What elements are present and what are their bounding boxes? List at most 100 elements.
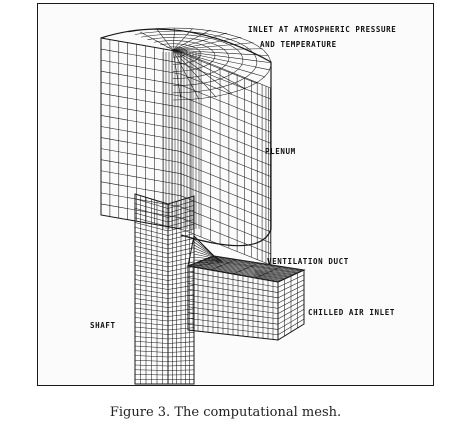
mesh-line [244, 77, 252, 81]
mesh-line [210, 96, 221, 102]
mesh-line [261, 106, 267, 109]
mesh-line [193, 261, 225, 267]
mesh-line [180, 129, 192, 134]
mesh-line [244, 99, 252, 103]
mesh-line [172, 42, 254, 51]
mesh-line [134, 274, 169, 281]
mesh-line [261, 139, 267, 142]
mesh-line [167, 289, 195, 295]
mesh-line [167, 322, 195, 326]
mesh-line [208, 33, 220, 37]
mesh-line [172, 49, 246, 90]
mesh-line [227, 59, 230, 63]
mesh-line [211, 70, 218, 74]
mesh-line [237, 50, 242, 55]
mesh-line [210, 163, 221, 168]
mesh-line [268, 186, 271, 188]
mesh-line [251, 91, 258, 94]
mesh-line [261, 84, 267, 87]
mesh-line [201, 65, 207, 68]
mesh-line [182, 34, 193, 36]
mesh-line [228, 203, 238, 208]
mesh-line [134, 245, 169, 254]
mesh-line [227, 72, 234, 77]
mesh-line [134, 293, 169, 299]
mesh-line [228, 82, 238, 86]
plenum-outline [100, 28, 272, 247]
mesh-line [244, 232, 252, 236]
mesh-line [100, 181, 182, 197]
mesh-line [257, 159, 263, 163]
mesh-line [228, 236, 238, 241]
mesh-line [200, 92, 211, 98]
mesh-line [261, 128, 267, 131]
mesh-line [134, 298, 169, 304]
mesh-line [167, 228, 195, 236]
mesh-line [185, 28, 201, 30]
mesh-line [257, 82, 263, 85]
mesh-line [210, 74, 221, 79]
mesh-line [229, 38, 239, 43]
mesh-line [134, 355, 169, 358]
mesh-line [134, 279, 169, 286]
mesh-line [187, 294, 279, 309]
mesh-line [190, 232, 202, 238]
mesh-line [134, 302, 169, 308]
mesh-line [265, 185, 269, 188]
mesh-line [203, 40, 211, 43]
mesh-line [140, 31, 174, 51]
mesh-line [233, 68, 239, 73]
mesh-line [251, 179, 258, 183]
mesh-line [238, 36, 249, 42]
mesh-line [277, 309, 305, 325]
mesh-line [167, 247, 195, 254]
mesh-line [268, 208, 271, 210]
mesh-line [172, 48, 263, 51]
mesh-line [265, 174, 269, 176]
mesh-line [257, 181, 263, 185]
mesh-line [134, 217, 169, 227]
mesh-line [196, 48, 200, 51]
mesh-line [100, 148, 182, 163]
mesh-line [244, 132, 252, 136]
mesh-line [261, 250, 267, 253]
mesh-line [200, 126, 211, 131]
mesh-line [187, 312, 279, 325]
mesh-line [227, 53, 230, 57]
mesh-line [209, 61, 213, 64]
mesh-line [141, 35, 151, 38]
mesh-line [244, 154, 252, 158]
mesh-line [213, 31, 227, 35]
mesh-line [187, 318, 279, 330]
mesh-line [100, 81, 182, 97]
mesh-line [167, 341, 195, 344]
mesh-line [134, 260, 169, 268]
mesh-line [263, 50, 269, 56]
mesh-line [167, 346, 195, 349]
mesh-line [257, 203, 263, 207]
mesh-line [277, 284, 305, 299]
mesh-line [134, 212, 169, 223]
mesh-line [237, 173, 245, 178]
mesh-line [277, 279, 305, 293]
mesh-line [180, 84, 192, 90]
mesh-line [251, 157, 258, 161]
mesh-line [134, 350, 169, 353]
mesh-line [221, 65, 226, 69]
mesh-line [210, 174, 221, 179]
mesh-line [237, 229, 245, 233]
mesh-line [100, 70, 182, 86]
mesh-line [180, 151, 192, 156]
mesh-line [167, 214, 195, 223]
mesh-line [244, 110, 252, 114]
figure-frame: INLET AT ATMOSPHERIC PRESSURE AND TEMPER… [37, 3, 434, 386]
mesh-line [257, 137, 263, 141]
mesh-line [185, 52, 187, 55]
mesh-line [237, 74, 245, 78]
mesh-line [237, 42, 246, 47]
mesh-line [134, 269, 169, 277]
mesh-line [185, 49, 187, 51]
mesh-line [167, 266, 195, 272]
mesh-line [245, 72, 252, 78]
mesh-outline [187, 234, 215, 267]
